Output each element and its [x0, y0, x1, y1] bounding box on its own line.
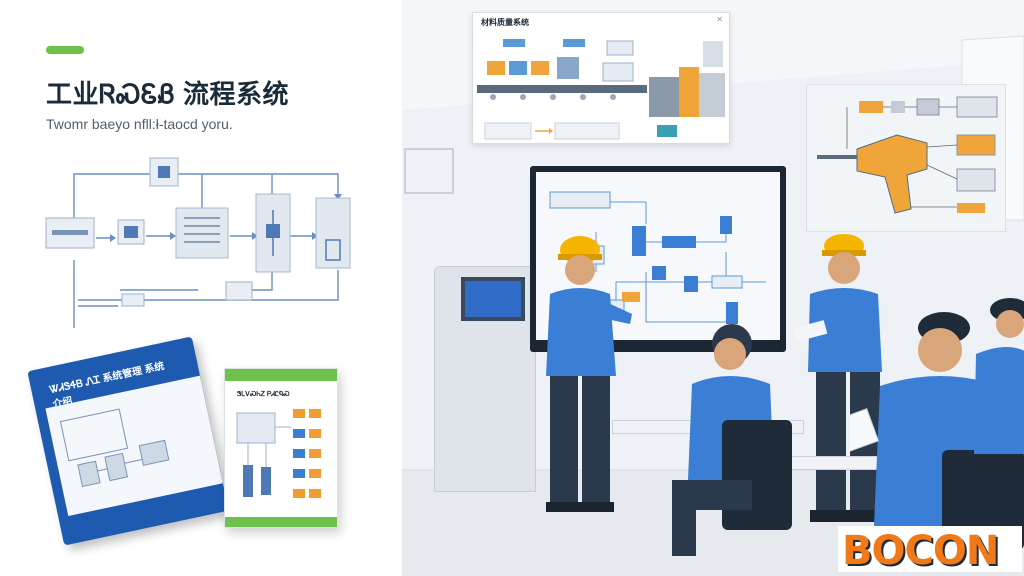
- drill-exploded-diagram: [817, 96, 998, 214]
- left-panel: 工业ᏒᏍᏋᏰ 流程系统 Twomr baeyo nfll:ł-taocd yor…: [0, 0, 402, 576]
- flow-node-terminal: [225, 281, 253, 301]
- wall-frame: [404, 148, 454, 194]
- kiosk-screen: [461, 277, 525, 321]
- process-flow-diagram: [45, 157, 351, 328]
- brochure-green: ᏕᏞᏙᏍᏂᏃ ᏢᏗᏝᏄᏍ: [224, 368, 338, 528]
- production-line-diagram: [477, 39, 725, 140]
- drill-schematic-panel: [806, 84, 1006, 232]
- flow-node-output: [315, 197, 351, 269]
- supervisor-worker: [792, 234, 886, 522]
- brochure-green-illustration: [236, 409, 321, 498]
- subheadline: Twomr baeyo nfll:ł-taocd yoru.: [46, 116, 233, 132]
- info-kiosk: [434, 266, 536, 492]
- mes-dashboard-panel: 材料质量系统 ✕: [472, 12, 730, 144]
- panel-title: 材料质量系统: [481, 18, 529, 27]
- accent-bar: [46, 46, 84, 54]
- brochure-green-title: ᏕᏞᏙᏍᏂᏃ ᏢᏗᏝᏄᏍ: [237, 391, 290, 398]
- seated-worker-3: [974, 298, 1024, 454]
- brochure-blue-illustration: [59, 408, 170, 488]
- brand-logo-text: BOCON: [842, 528, 999, 574]
- flow-node-document: [175, 207, 229, 259]
- presenter-worker: [546, 236, 640, 512]
- wall-display-diagram: [549, 191, 766, 324]
- brochure-blue: ᏔᏗᏕᏎᏴ ᏁᏆ 系统管理 系统介绍: [27, 336, 229, 546]
- seated-worker-1: [672, 324, 792, 556]
- close-icon[interactable]: ✕: [716, 15, 723, 24]
- seated-worker-2: [850, 312, 1024, 550]
- headline: 工业ᏒᏍᏋᏰ 流程系统: [46, 79, 289, 109]
- brand-logo: BOCON: [838, 526, 1022, 574]
